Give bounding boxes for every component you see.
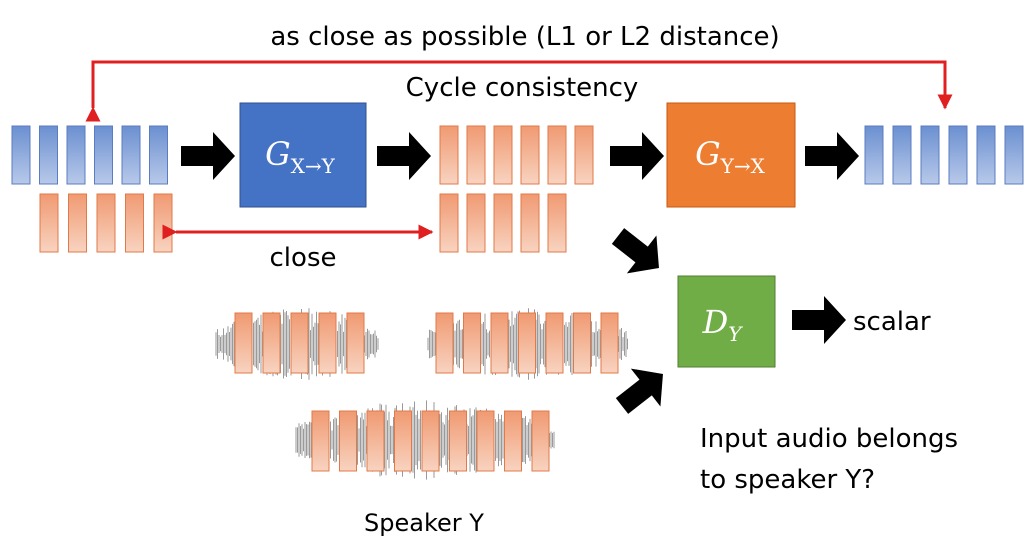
orange-frame bbox=[493, 193, 513, 253]
speaker-frame bbox=[435, 312, 454, 374]
blue-frame bbox=[11, 125, 31, 185]
orange-frame bbox=[125, 193, 144, 253]
orange-frame bbox=[466, 125, 486, 185]
block-arrow-icon bbox=[611, 228, 659, 274]
speaker-frame bbox=[573, 312, 591, 374]
blue-frame bbox=[66, 125, 86, 185]
top-label: as close as possible (L1 or L2 distance) bbox=[270, 22, 779, 52]
speaker-frame bbox=[545, 312, 564, 374]
orange-frame bbox=[520, 193, 540, 253]
orange-frame bbox=[493, 125, 513, 185]
close-label: close bbox=[270, 243, 337, 273]
blue-frame bbox=[892, 125, 912, 185]
generator-y-to-x: GY→X bbox=[666, 102, 796, 208]
question-line-2: to speaker Y? bbox=[700, 465, 875, 495]
orange-frame bbox=[547, 125, 567, 185]
block-arrow-icon bbox=[610, 132, 664, 180]
red-bracket-arrow-icon bbox=[85, 60, 953, 122]
blue-frame bbox=[976, 125, 996, 185]
output-label: scalar bbox=[853, 307, 931, 337]
svg-text:DY: DY bbox=[702, 303, 744, 346]
speaker-frame bbox=[234, 312, 253, 374]
speaker-frame bbox=[490, 312, 509, 374]
cycle-consistency-label: Cycle consistency bbox=[406, 73, 639, 103]
speaker-frame bbox=[366, 410, 385, 472]
speaker-frame bbox=[531, 410, 550, 472]
orange-frame bbox=[439, 193, 459, 253]
discriminator-subscript: Y bbox=[728, 322, 743, 346]
discriminator: DY bbox=[677, 275, 776, 368]
speaker-label: Speaker Y bbox=[364, 509, 484, 537]
generated-frames bbox=[439, 125, 594, 185]
generator-xy-letter: G bbox=[265, 135, 291, 173]
orange-frame bbox=[466, 193, 486, 253]
orange-frame bbox=[520, 125, 540, 185]
generator-yx-letter: G bbox=[695, 135, 721, 173]
block-arrow-icon bbox=[181, 132, 235, 180]
speaker-frame bbox=[262, 312, 281, 374]
svg-text:GX→Y: GX→Y bbox=[265, 135, 336, 178]
question-line-1: Input audio belongs bbox=[700, 424, 958, 454]
speaker-frame bbox=[504, 410, 522, 472]
block-arrow-icon bbox=[615, 368, 663, 414]
discriminator-letter: D bbox=[702, 303, 729, 341]
generator-x-to-y: GX→Y bbox=[239, 102, 367, 208]
speaker-frame bbox=[600, 312, 619, 374]
blue-frame bbox=[149, 125, 168, 185]
speaker-y-samples bbox=[215, 308, 628, 480]
orange-frame bbox=[96, 193, 116, 253]
generated-frames-copy bbox=[439, 193, 567, 253]
speaker-frame bbox=[463, 312, 481, 374]
blue-frame bbox=[94, 125, 113, 185]
speaker-frame bbox=[339, 410, 357, 472]
orange-frame bbox=[39, 193, 59, 253]
reference-frames bbox=[39, 193, 173, 253]
speaker-frame bbox=[518, 312, 536, 374]
orange-frame bbox=[574, 125, 594, 185]
orange-frame bbox=[547, 193, 567, 253]
generator-xy-subscript: X→Y bbox=[291, 154, 336, 178]
speaker-frame bbox=[394, 410, 412, 472]
speaker-frame bbox=[290, 312, 309, 374]
generator-yx-subscript: Y→X bbox=[720, 154, 766, 178]
orange-frame bbox=[153, 193, 173, 253]
speaker-frame bbox=[421, 410, 440, 472]
blue-frame bbox=[864, 125, 884, 185]
speaker-frame bbox=[476, 410, 495, 472]
reconstructed-frames bbox=[864, 125, 1024, 185]
orange-frame bbox=[439, 125, 459, 185]
blue-frame bbox=[1004, 125, 1024, 185]
orange-frame bbox=[68, 193, 87, 253]
block-arrow-icon bbox=[377, 132, 431, 180]
speaker-frame bbox=[311, 410, 330, 472]
blue-frame bbox=[39, 125, 58, 185]
input-speaker-x-frames bbox=[11, 125, 168, 185]
speaker-frame bbox=[318, 312, 337, 374]
blue-frame bbox=[121, 125, 141, 185]
blue-frame bbox=[920, 125, 940, 185]
blue-frame bbox=[948, 125, 968, 185]
speaker-frame bbox=[449, 410, 467, 472]
block-arrow-icon bbox=[792, 296, 846, 344]
svg-text:GY→X: GY→X bbox=[695, 135, 766, 178]
block-arrow-icons bbox=[181, 132, 859, 414]
block-arrow-icon bbox=[805, 132, 859, 180]
speaker-frame bbox=[346, 312, 365, 374]
